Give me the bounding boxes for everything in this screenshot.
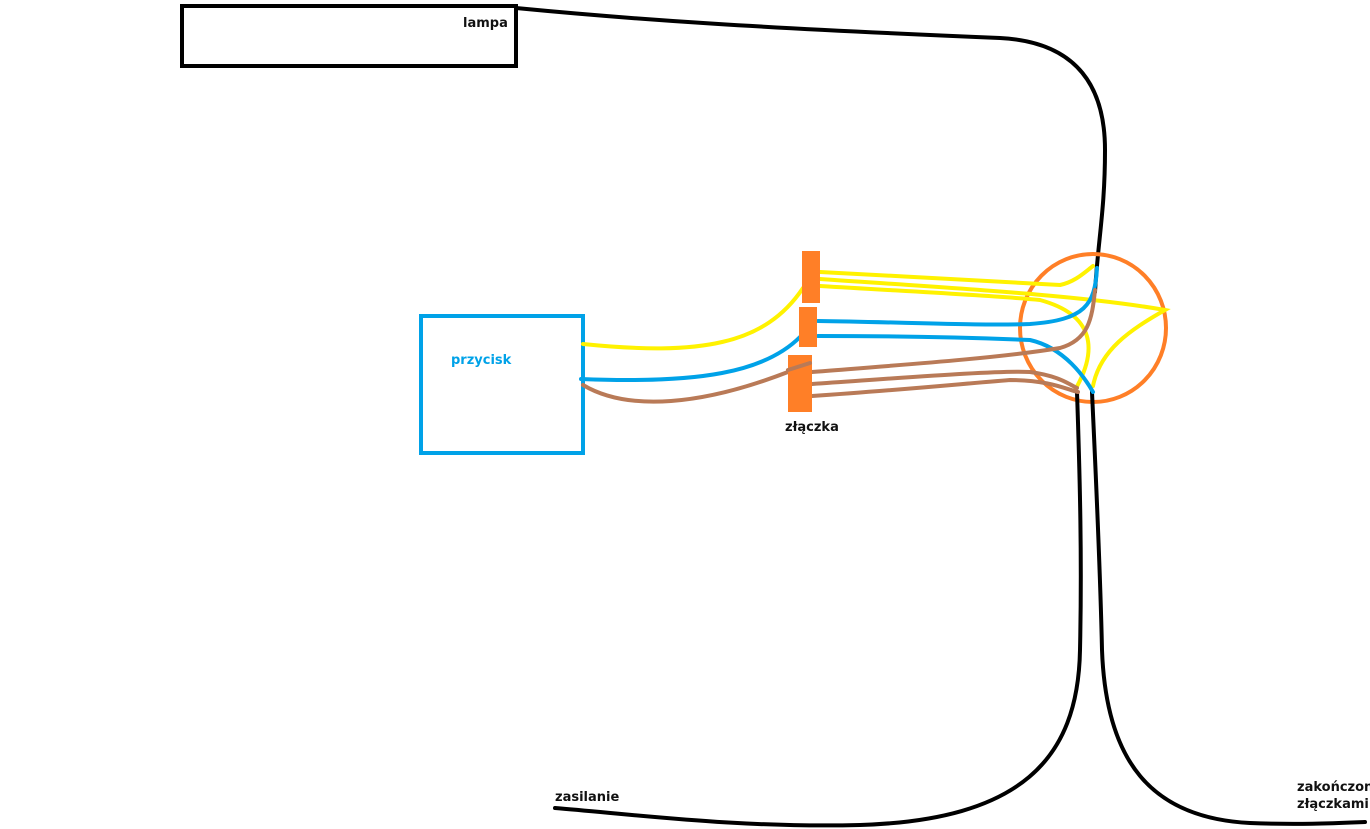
brown-wire-stub: [786, 361, 812, 372]
brown-wire-button: [581, 361, 812, 404]
connector-label: złączka: [785, 420, 839, 435]
connector-blue: [799, 307, 817, 347]
brown-wire-2: [810, 369, 1079, 390]
yellow-wire-2: [818, 277, 1171, 388]
lamp-cable: [514, 6, 1108, 294]
connector-yellow: [802, 251, 820, 303]
yellow-wire-1: [818, 264, 1095, 288]
yellow-wire-button: [581, 286, 805, 351]
blue-wire-button: [579, 335, 802, 383]
button-box: [419, 314, 585, 455]
brown-wire-3: [810, 377, 1080, 398]
brown-wire-1: [810, 288, 1097, 374]
terminated-cable: [1090, 390, 1367, 826]
terminated-label-line2: złączkami: [1297, 797, 1369, 812]
blue-wire-1: [816, 266, 1099, 327]
power-label: zasilanie: [555, 790, 619, 805]
lamp-box: [180, 4, 518, 68]
lamp-label: lampa: [463, 16, 508, 31]
button-label: przycisk: [451, 353, 512, 368]
blue-wire-2: [816, 334, 1095, 394]
power-cable: [553, 390, 1083, 828]
terminated-label-line1: zakończone: [1297, 780, 1370, 795]
yellow-wire-3: [818, 284, 1091, 392]
